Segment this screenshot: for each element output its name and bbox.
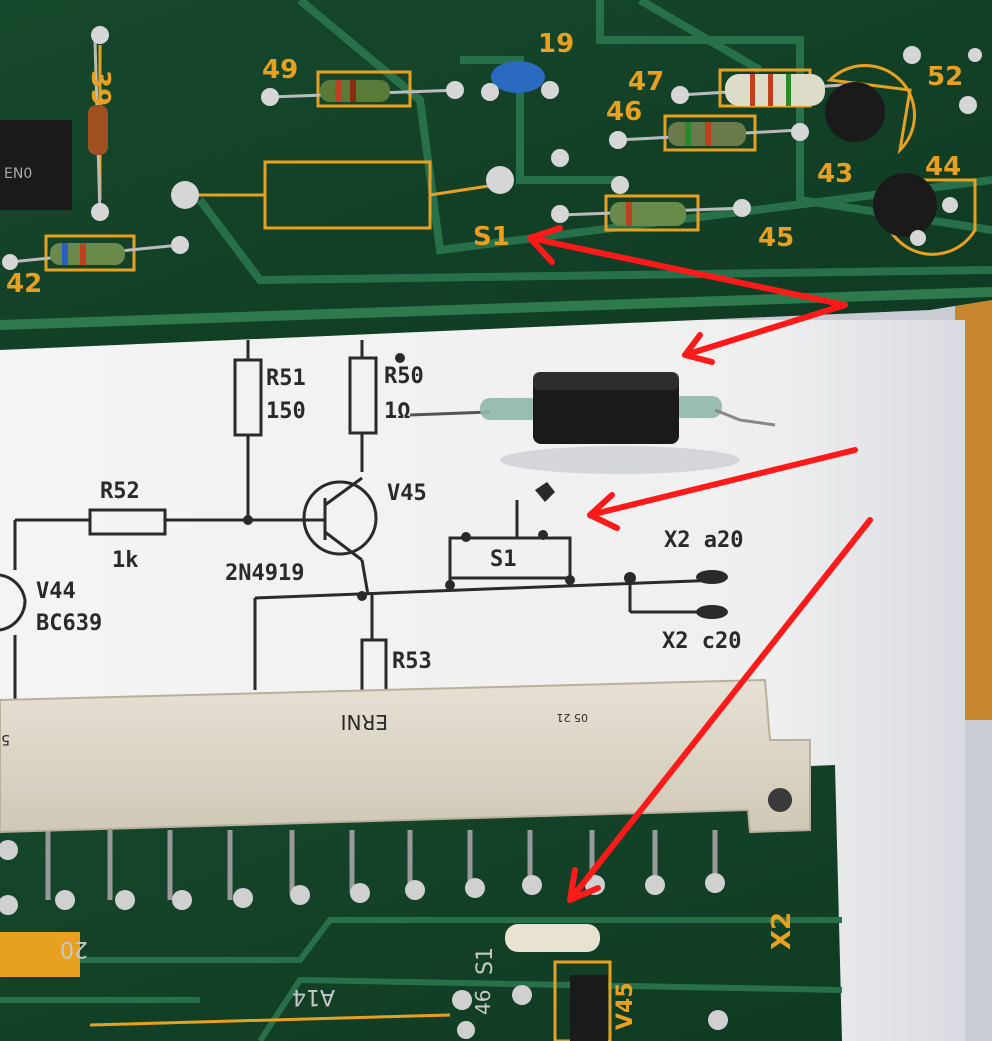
bottom-pcb: X2 S1 V45 A14 20 46	[0, 765, 843, 1041]
label-x2: X2	[767, 912, 797, 950]
connector-code: 05 21	[557, 711, 589, 724]
s1-name: S1	[490, 547, 517, 572]
r50-value: 1Ω	[384, 399, 411, 424]
r51-name: R51	[266, 366, 306, 391]
v45-part: 2N4919	[225, 561, 304, 586]
chip-text: EN0	[4, 166, 32, 182]
label-45: 45	[758, 223, 794, 253]
v44-part: BC639	[36, 611, 102, 636]
label-s1: S1	[473, 222, 510, 252]
label-49: 49	[262, 55, 298, 85]
transistor-43	[825, 82, 885, 142]
label-52: 52	[927, 62, 963, 92]
top-resistors	[9, 39, 861, 265]
label-a14: A14	[292, 984, 335, 1009]
board-reed-switch	[505, 924, 600, 952]
label-39: 39	[85, 70, 115, 106]
schematic-drawing	[0, 340, 721, 702]
v45-transistor	[570, 975, 608, 1041]
connector-pin-numbers: 5 3 3 4	[0, 731, 10, 747]
reed-switch-component	[409, 372, 776, 474]
schematic-nodes	[243, 353, 728, 619]
r50-name: R50	[384, 364, 424, 389]
label-46: 46	[606, 97, 642, 127]
label-bottom-s1: S1	[473, 947, 498, 975]
v45-name: V45	[387, 481, 427, 506]
label-19: 19	[538, 29, 574, 59]
label-20: 20	[60, 936, 88, 961]
solder-pads	[2, 26, 982, 270]
transistor-44	[873, 173, 937, 237]
label-v45: V45	[613, 982, 638, 1030]
connector-brand: ERNI	[341, 710, 388, 734]
r52-value: 1k	[112, 548, 139, 573]
label-42: 42	[6, 269, 42, 299]
blue-capacitor	[491, 61, 545, 93]
r51-value: 150	[266, 399, 306, 424]
annotation-arrows	[527, 225, 873, 903]
v44-name: V44	[36, 579, 76, 604]
top-pcb: EN0 49 19 39 47 46 52 43 44 42 S1 45	[0, 0, 992, 350]
r52-name: R52	[100, 479, 140, 504]
label-47: 47	[628, 67, 664, 97]
yellow-capacitor	[0, 932, 80, 977]
x2a-label: X2 a20	[664, 528, 743, 553]
label-43: 43	[817, 159, 853, 189]
x2c-label: X2 c20	[662, 629, 741, 654]
erni-connector: ERNI 5 3 3 4 05 21	[0, 678, 811, 834]
connector-pins	[45, 830, 718, 900]
ic-chip: EN0	[0, 120, 72, 210]
label-bottom-46: 46	[471, 990, 495, 1015]
label-44: 44	[925, 152, 961, 182]
r53-name: R53	[392, 649, 432, 674]
